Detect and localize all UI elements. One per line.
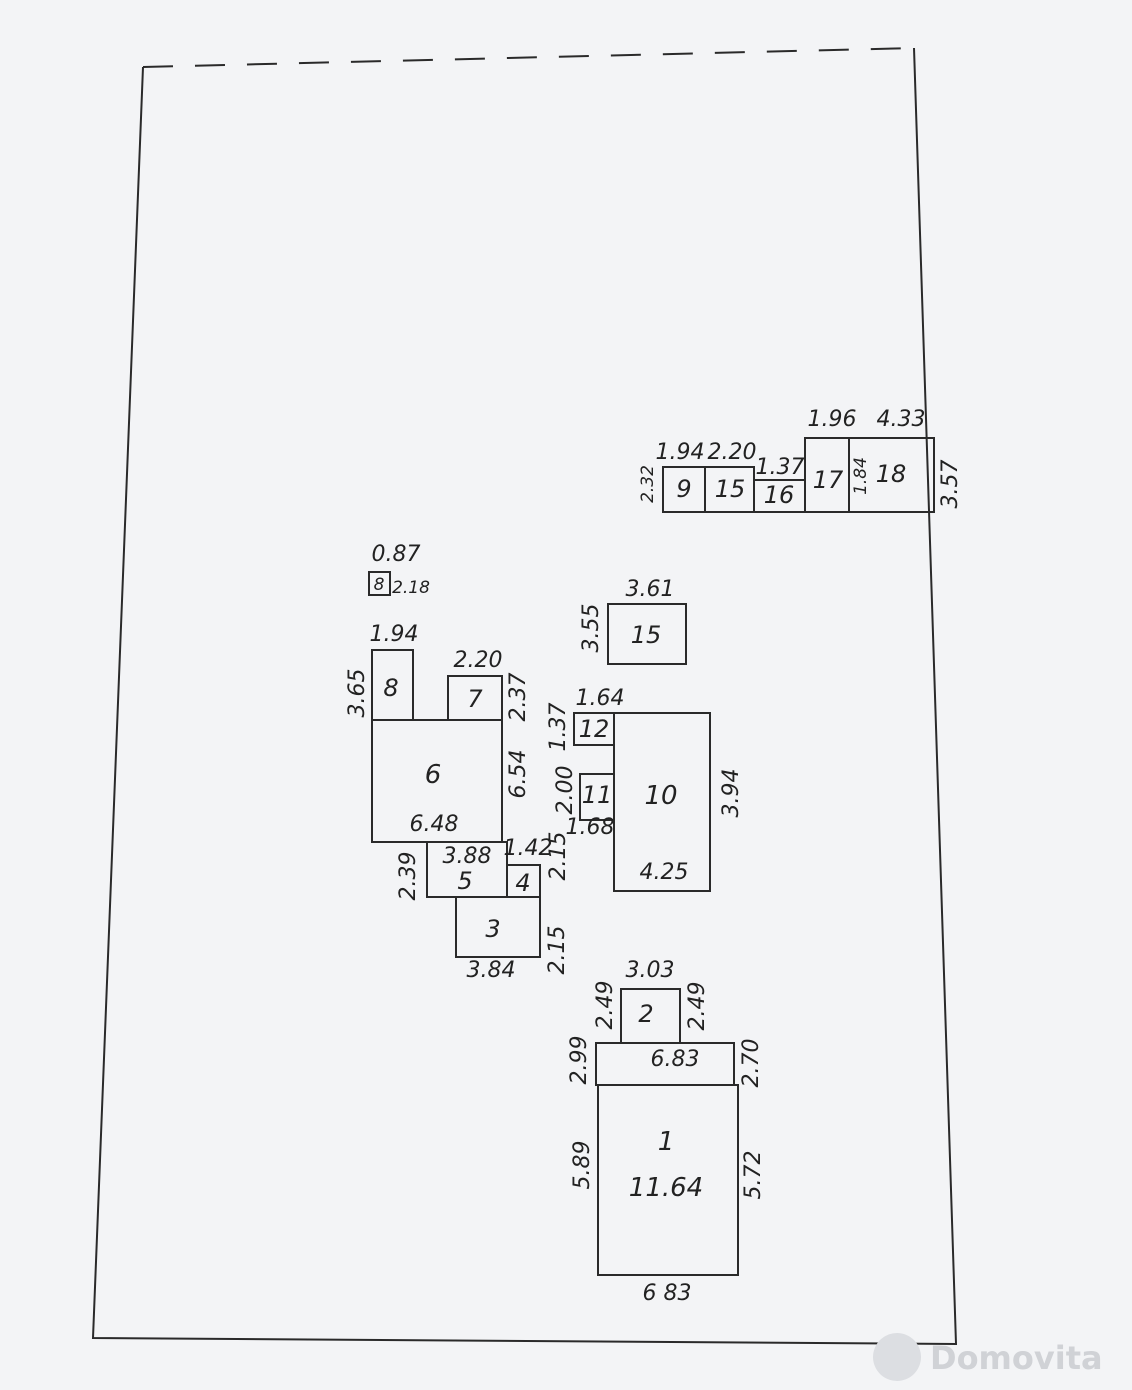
watermark-logo-icon: [873, 1333, 921, 1381]
room-2-right-dim: 2.49: [685, 982, 710, 1031]
room-10-right-dim: 3.94: [719, 769, 744, 818]
room-15-top-label: 15: [715, 475, 746, 503]
room-10-label: 10: [644, 781, 677, 811]
room-16-top-dim: 1.37: [756, 455, 805, 480]
room-15-middle-top-dim: 3.61: [626, 577, 675, 602]
room-7-outline: [447, 675, 503, 721]
room-3-right-dim: 2.15: [545, 926, 570, 975]
room-18-inner-dim: 1.84: [851, 457, 871, 495]
room-18-top-dim: 4.33: [877, 407, 926, 432]
room-15-top-top-dim: 2.20: [708, 440, 757, 465]
room-8-left-dim: 3.65: [345, 669, 370, 718]
room-1-label: 1: [658, 1127, 675, 1157]
room-17-label: 17: [813, 466, 844, 494]
room-12-outline: [573, 712, 615, 746]
room-3-bottom-dim: 3.84: [467, 958, 516, 983]
room-1-strip-right-dim: 2.70: [739, 1039, 764, 1088]
room-11-outline: [579, 773, 615, 821]
room-15-middle-outline: [607, 603, 687, 665]
room-15-middle-label: 15: [631, 621, 662, 649]
room-6-label: 6: [425, 760, 442, 790]
room-1-strip-width: 6.83: [651, 1047, 700, 1072]
room-6-bottom-dim: 6.48: [410, 812, 459, 837]
room-10-bottom-dim: 4.25: [640, 860, 689, 885]
room-11-label: 11: [582, 781, 613, 809]
room-8-small-right-dim: 2.18: [392, 578, 430, 598]
room-3-label: 3: [485, 915, 500, 943]
room-8-outline: [371, 649, 414, 721]
room-1-strip-left-dim: 2.99: [567, 1036, 592, 1085]
room-7-right-dim: 2.37: [506, 673, 531, 722]
room-9-left-dim: 2.32: [638, 465, 658, 503]
room-2-outline: [620, 988, 681, 1044]
room-17-top-dim: 1.96: [808, 407, 857, 432]
room-9-top-dim: 1.94: [656, 440, 705, 465]
room-12-left-dim: 1.37: [546, 703, 571, 752]
room-1-left-dim: 5.89: [570, 1141, 595, 1190]
room-7-label: 7: [467, 685, 483, 713]
room-1-right-dim: 5.72: [741, 1151, 766, 1200]
watermark-text: Domovita: [930, 1339, 1103, 1377]
room-1-area: 11.64: [629, 1173, 703, 1203]
plot-boundary-dashed: [142, 47, 915, 68]
room-18-label: 18: [876, 460, 907, 488]
room-5-left-dim: 2.39: [396, 852, 421, 901]
room-2-left-dim: 2.49: [593, 981, 618, 1030]
room-12-label: 12: [579, 715, 610, 743]
room-5-label: 5: [457, 867, 472, 895]
plot-boundary: [91, 47, 958, 1346]
room-4-label: 4: [515, 869, 530, 897]
room-7-top-dim: 2.20: [454, 648, 503, 673]
room-15-middle-left-dim: 3.55: [579, 604, 604, 653]
room-9-label: 9: [676, 475, 691, 503]
room-8-small-outline: [368, 571, 391, 596]
room-2-top-dim: 3.03: [626, 958, 675, 983]
room-3-outline: [455, 896, 541, 958]
room-18-outline: [848, 437, 935, 513]
room-5-top-dim: 3.88: [443, 844, 492, 869]
room-18-right-dim: 3.57: [938, 460, 963, 509]
room-1-bottom-dim: 6 83: [643, 1281, 692, 1306]
room-8-top-dim: 1.94: [370, 622, 419, 647]
watermark: Domovita: [873, 1333, 1103, 1381]
room-2-label: 2: [638, 1000, 653, 1028]
room-8-label: 8: [383, 674, 398, 702]
room-6-right-dim: 6.54: [506, 750, 531, 799]
room-4-top-dim: 1.42: [504, 836, 553, 861]
room-8-small-top-dim: 0.87: [372, 542, 421, 567]
room-11-left-dim: 2.00: [553, 766, 578, 815]
room-16-label: 16: [764, 481, 795, 509]
room-4-right-dim: 2.15: [546, 832, 571, 881]
room-11-bottom-dim: 1.68: [566, 815, 615, 840]
room-12-top-dim: 1.64: [576, 686, 625, 711]
room-8-small-label: 8: [374, 575, 385, 595]
